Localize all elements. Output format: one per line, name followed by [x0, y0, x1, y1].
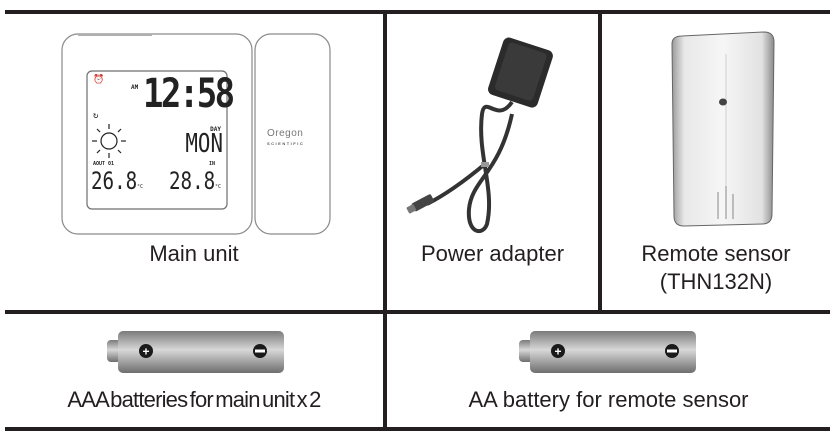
aa-battery-cell: + AA battery for remote sensor	[387, 314, 830, 427]
column-divider-2	[598, 10, 602, 314]
column-divider-1	[383, 10, 387, 431]
snooze-icon: ↻	[93, 111, 99, 121]
brand-logo: Oregon	[267, 128, 304, 139]
plus-sign: +	[142, 345, 149, 359]
plus-sign: +	[554, 345, 561, 359]
remote-sensor-illustration	[671, 31, 775, 227]
remote-sensor-caption-line1: Remote sensor	[641, 241, 791, 266]
main-unit-cell: ⏰ AM 12:58 ↻ DAY MON AOUT 01 IN 26.8 °C …	[5, 14, 383, 310]
plus-terminal-icon	[551, 344, 565, 358]
aaa-battery-illustration: +	[107, 331, 284, 373]
indoor-temp: 28.8	[169, 167, 216, 195]
aa-battery-illustration: +	[519, 331, 696, 373]
plus-terminal-icon	[139, 344, 153, 358]
main-unit-illustration	[61, 33, 331, 235]
outdoor-label: AOUT 01	[93, 161, 115, 167]
sun-icon	[92, 124, 126, 158]
aaa-batteries-caption: AAA batteries for main unit x 2	[67, 387, 321, 412]
remote-sensor-cell: Remote sensor (THN132N)	[602, 14, 830, 310]
main-unit-caption: Main unit	[149, 241, 239, 266]
power-adapter-illustration	[406, 37, 553, 234]
outdoor-temp: 26.8	[91, 167, 138, 195]
table-top-border	[5, 10, 830, 14]
power-adapter-cell: Power adapter	[387, 14, 598, 310]
am-label: AM	[131, 84, 139, 91]
brand-subtitle: SCIENTIFIC	[267, 141, 305, 146]
day-label: DAY	[210, 126, 221, 133]
lcd-display: ⏰ AM 12:58 ↻ DAY MON AOUT 01 IN 26.8 °C …	[87, 71, 235, 209]
row-divider	[5, 310, 830, 314]
remote-sensor-caption-line2: (THN132N)	[659, 269, 773, 294]
aaa-batteries-cell: + AAA batteries for main unit x 2	[5, 314, 383, 427]
day-readout: MON	[185, 129, 223, 159]
aa-battery-caption: AA battery for remote sensor	[468, 387, 749, 412]
power-adapter-caption: Power adapter	[420, 241, 565, 266]
sensor-led	[719, 98, 727, 106]
alarm-icon: ⏰	[93, 75, 105, 85]
outdoor-unit: °C	[137, 184, 144, 190]
in-label: IN	[208, 161, 215, 167]
table-bottom-border	[5, 427, 830, 431]
indoor-unit: °C	[215, 184, 222, 190]
time-readout: 12:58	[143, 71, 235, 117]
